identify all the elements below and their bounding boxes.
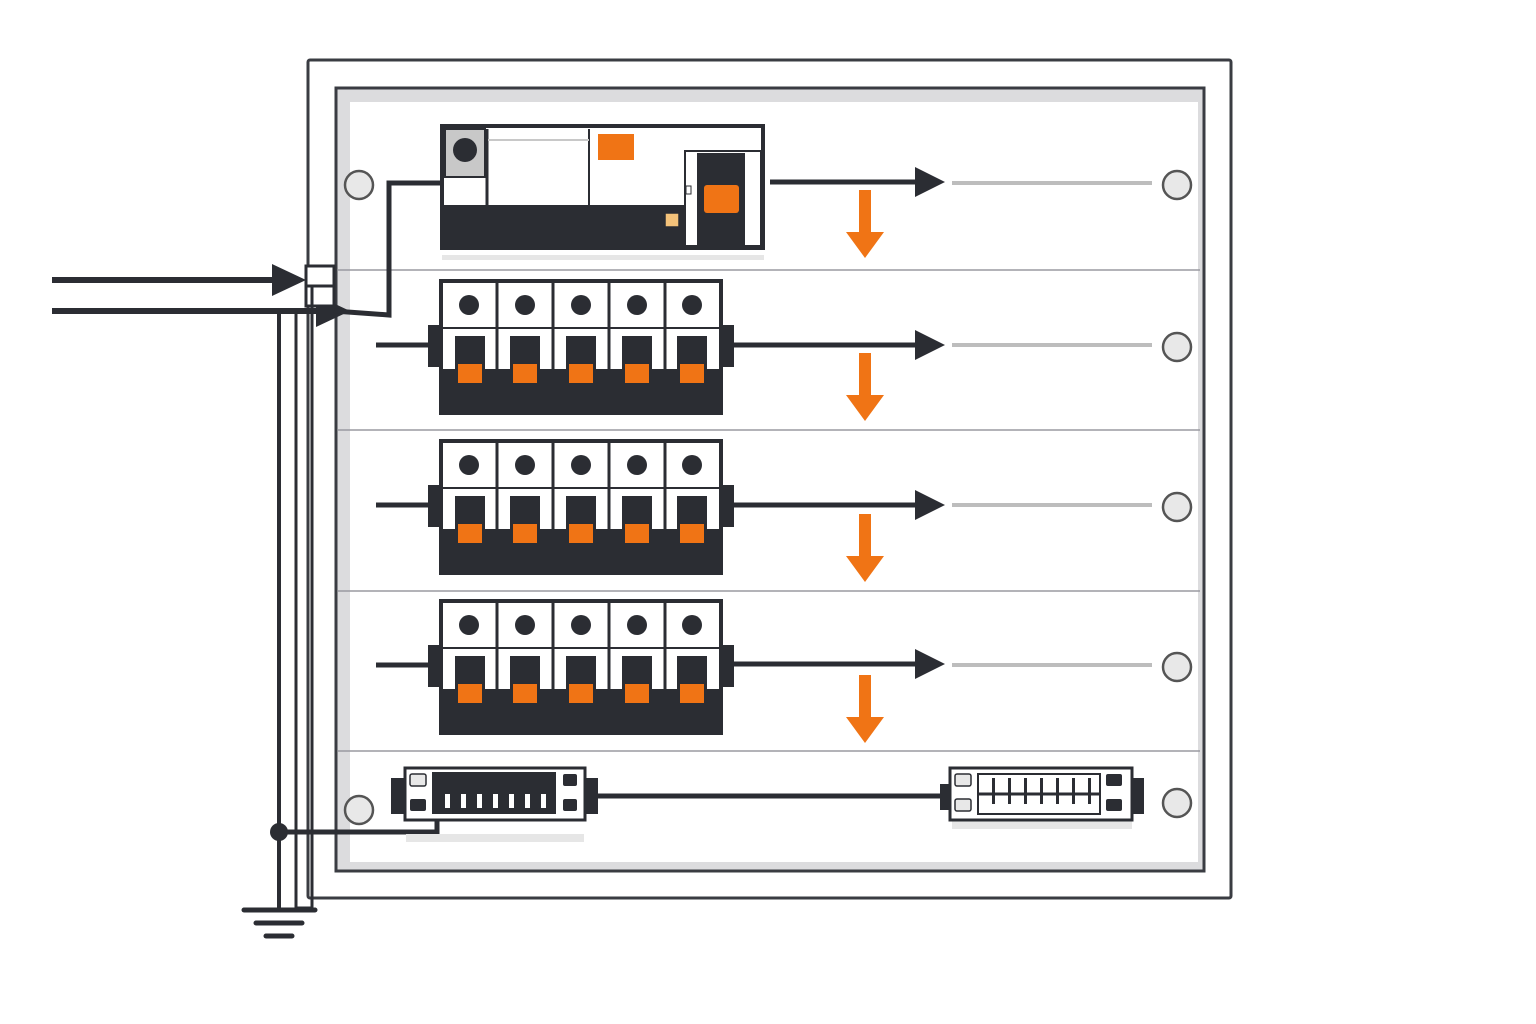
row-dividers [338, 269, 1200, 752]
feed-row-2 [734, 330, 1152, 360]
main-feed-wire [333, 180, 440, 318]
terminal-screw-icon [515, 615, 535, 635]
breaker-lever [458, 524, 482, 543]
terminal-screw-icon [627, 615, 647, 635]
arrow-right-icon [272, 264, 306, 296]
arrow-down-icon [846, 353, 884, 421]
terminal-screw-icon [682, 615, 702, 635]
terminal-screw-icon [571, 295, 591, 315]
terminal-screw-icon [459, 615, 479, 635]
main-toggle-lever [704, 185, 739, 213]
breaker-lever [458, 684, 482, 703]
breaker-lever [680, 684, 704, 703]
terminal-screw-icon [627, 455, 647, 475]
cable-gland [304, 284, 336, 308]
main-switch-module[interactable] [440, 124, 765, 260]
breaker-row-3 [376, 599, 734, 735]
cable-gland [304, 264, 336, 288]
breaker-row-2 [376, 439, 734, 575]
terminal-screw-icon [682, 455, 702, 475]
arrow-right-icon [915, 330, 945, 360]
mounting-screws [343, 169, 1193, 826]
arrow-down-icon [846, 514, 884, 582]
screw-icon [1161, 491, 1193, 523]
arrow-right-icon [915, 649, 945, 679]
terminal-screw-icon [459, 295, 479, 315]
earth-ground-icon [241, 907, 318, 939]
breaker-lever [458, 364, 482, 383]
breaker-lever [513, 524, 537, 543]
terminal-block-right[interactable] [940, 766, 1144, 829]
feed-row-4 [734, 649, 1152, 679]
terminal-row [391, 766, 1144, 842]
terminal-screw-icon [682, 295, 702, 315]
arrow-right-icon [915, 167, 945, 197]
terminal-screw-icon [515, 295, 535, 315]
feed-row-3 [734, 490, 1152, 520]
incoming-supply [52, 180, 440, 327]
terminal-screw-icon [571, 455, 591, 475]
ground-wire [279, 818, 440, 835]
indicator-lamp-icon [453, 138, 477, 162]
terminal-screw-icon [627, 295, 647, 315]
screw-icon [343, 794, 375, 826]
outgoing-feeds [734, 167, 1152, 679]
screw-icon [1161, 331, 1193, 363]
breaker-lever [625, 524, 649, 543]
arrow-down-icon [846, 675, 884, 743]
breaker-lever [680, 364, 704, 383]
test-button [664, 212, 680, 228]
terminal-screw-icon [571, 615, 591, 635]
screw-icon [343, 169, 375, 201]
status-label [598, 134, 634, 160]
breaker-lever [513, 364, 537, 383]
breaker-lever [680, 524, 704, 543]
arrow-down-icon [846, 190, 884, 258]
terminal-screw-icon [459, 455, 479, 475]
feed-row-1 [770, 167, 1152, 197]
terminal-screw-icon [515, 455, 535, 475]
arrow-right-icon [915, 490, 945, 520]
breaker-lever [569, 684, 593, 703]
breaker-lever [569, 364, 593, 383]
breaker-lever [513, 684, 537, 703]
breaker-lever [625, 364, 649, 383]
breaker-lever [625, 684, 649, 703]
terminal-block-left[interactable] [391, 766, 598, 842]
screw-icon [1161, 169, 1193, 201]
screw-icon [1161, 787, 1193, 819]
breaker-row-1 [376, 279, 734, 415]
breaker-lever [569, 524, 593, 543]
flow-down-arrows [846, 190, 884, 743]
screw-icon [1161, 651, 1193, 683]
